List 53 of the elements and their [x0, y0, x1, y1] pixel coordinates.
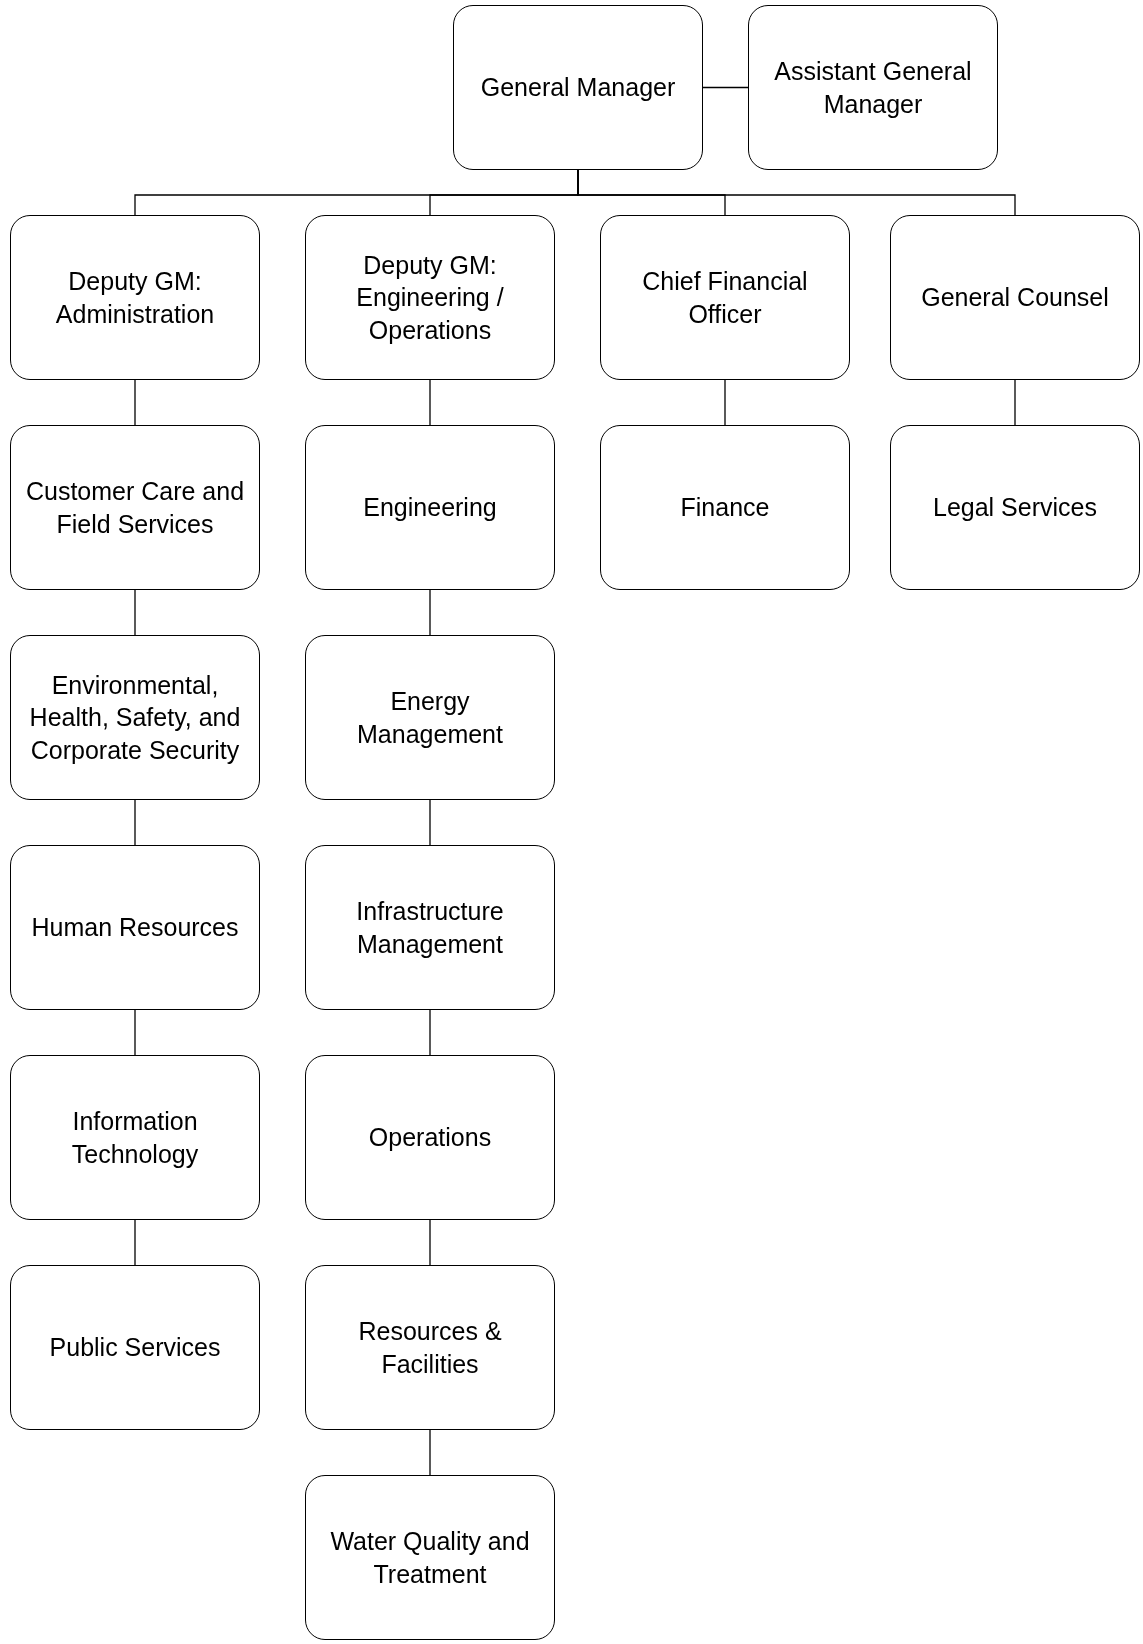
connector-line — [134, 1009, 136, 1056]
org-box — [10, 845, 260, 1010]
connector-line — [429, 379, 431, 426]
role-title: General Counsel — [921, 282, 1109, 314]
org-box — [10, 1265, 260, 1430]
connector-line — [134, 589, 136, 636]
connector-line — [134, 1219, 136, 1266]
role-title: Public Services — [49, 1332, 221, 1364]
org-box — [890, 425, 1140, 590]
role-title: Environmental, Health, Safety, and Corporate Security — [28, 669, 242, 766]
connector-line — [429, 1009, 431, 1056]
org-box — [305, 635, 555, 800]
connector-line — [577, 169, 1016, 216]
org-box — [305, 425, 555, 590]
role-title: Resources & Facilities — [357, 1316, 503, 1380]
org-box — [10, 215, 260, 380]
org-box — [600, 425, 850, 590]
org-box — [10, 425, 260, 590]
connector-line — [134, 379, 136, 426]
connector-line — [429, 1219, 431, 1266]
org-box — [305, 1475, 555, 1640]
connector-line — [429, 589, 431, 636]
org-box — [305, 1265, 555, 1430]
org-box — [453, 5, 703, 170]
org-box — [10, 635, 260, 800]
org-box — [600, 215, 850, 380]
connector-line — [1014, 379, 1016, 426]
role-title: Customer Care and Field Services — [24, 476, 246, 540]
role-title: Information Technology — [70, 1106, 200, 1170]
role-title: Deputy GM: Engineering / Operations — [355, 249, 505, 346]
role-title: General Manager — [480, 72, 676, 104]
role-title: Legal Services — [933, 492, 1097, 524]
org-box — [305, 215, 555, 380]
role-title: Infrastructure Management — [355, 896, 505, 960]
role-title: Chief Financial Officer — [641, 266, 809, 330]
connector-line — [724, 379, 726, 426]
role-title: Deputy GM: Administration — [54, 266, 216, 330]
connector-line — [702, 86, 749, 89]
role-title: Finance — [680, 492, 770, 524]
org-box — [305, 845, 555, 1010]
role-title: Human Resources — [31, 912, 239, 944]
role-title: Assistant General Manager — [773, 56, 973, 120]
org-box — [748, 5, 998, 170]
role-title: Energy Management — [356, 686, 504, 750]
connector-line — [429, 1429, 431, 1476]
role-title: Operations — [368, 1122, 492, 1154]
connector-line — [429, 799, 431, 846]
connector-line — [134, 799, 136, 846]
org-box — [305, 1055, 555, 1220]
org-box — [890, 215, 1140, 380]
role-title: Water Quality and Treatment — [329, 1526, 531, 1590]
org-box — [10, 1055, 260, 1220]
role-title: Engineering — [363, 492, 497, 524]
